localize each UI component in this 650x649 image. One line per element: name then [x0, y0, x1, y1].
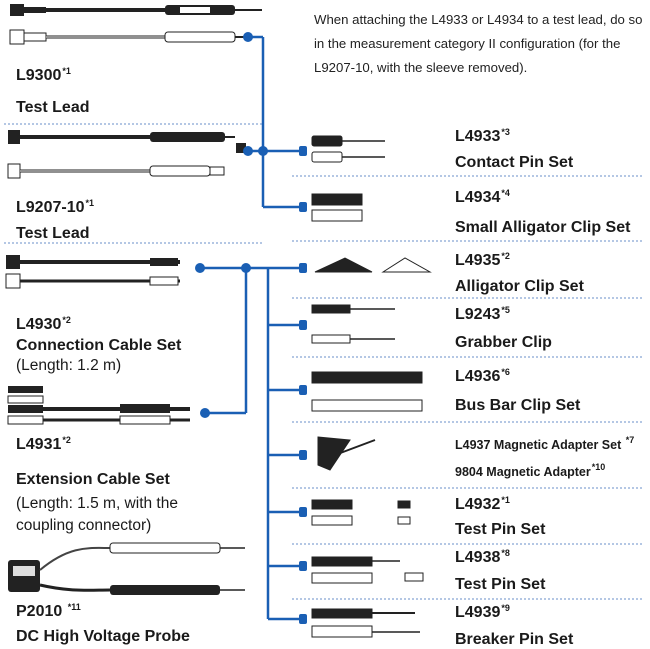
l4934-code: L4934*4: [455, 188, 510, 206]
junction-l9300: [243, 32, 253, 42]
l4936-name: Bus Bar Clip Set: [455, 397, 581, 414]
l4931-code: L4931*2: [16, 435, 71, 453]
l9243-name: Grabber Clip: [455, 334, 552, 351]
l4935-name: Alligator Clip Set: [455, 278, 584, 295]
p2010-probe-image: [8, 542, 245, 595]
l4932-code: L4932*1: [455, 495, 510, 513]
l4938-image: [311, 556, 424, 584]
p2010-name: DC High Voltage Probe: [16, 628, 190, 645]
l4931-detail-1: (Length: 1.5 m, with the: [16, 495, 178, 512]
l4939-image: [311, 608, 420, 638]
l4937-image: [317, 436, 376, 471]
l4935-code: L4935*2: [455, 251, 510, 269]
junction-l4930-left: [195, 263, 205, 273]
l9243-image: [311, 304, 395, 344]
junction-l9207-b: [258, 146, 268, 156]
l9207-test-lead-image: [7, 130, 246, 179]
l4936-image: [311, 371, 423, 412]
junction-l4931: [200, 408, 210, 418]
l9300-code: L9300*1: [16, 66, 71, 84]
l4933-image: [311, 135, 385, 163]
p2010-code: P2010 *11: [16, 602, 81, 620]
l4933-name: Contact Pin Set: [455, 154, 574, 171]
l4938-code: L4938*8: [455, 548, 510, 566]
l9300-test-lead-image: [9, 4, 262, 45]
l9207-name: Test Lead: [16, 225, 90, 242]
l4934-image: [311, 193, 363, 222]
l4931-name: Extension Cable Set: [16, 471, 170, 488]
l4939-code: L4939*9: [455, 603, 510, 621]
l9243-code: L9243*5: [455, 305, 510, 323]
junction-l4930-mid: [241, 263, 251, 273]
l9207-code: L9207-10*1: [16, 198, 95, 216]
l4930-code: L4930*2: [16, 315, 71, 333]
l4937-label: L4937 Magnetic Adapter Set *7: [455, 435, 635, 452]
9804-label: 9804 Magnetic Adapter*10: [455, 462, 606, 479]
l4930-name: Connection Cable Set: [16, 337, 182, 354]
category-note: When attaching the L4933 or L4934 to a t…: [314, 12, 643, 75]
junction-l9207-a: [243, 146, 253, 156]
l4932-name: Test Pin Set: [455, 521, 546, 538]
l4931-detail-2: coupling connector): [16, 517, 152, 534]
l4933-code: L4933*3: [455, 127, 510, 145]
l4936-code: L4936*6: [455, 367, 510, 385]
l4935-image: [314, 257, 432, 273]
l4932-image: [311, 499, 411, 526]
l4934-name: Small Alligator Clip Set: [455, 219, 631, 236]
l9300-name: Test Lead: [16, 99, 90, 116]
l4938-name: Test Pin Set: [455, 576, 546, 593]
l4939-name: Breaker Pin Set: [455, 631, 574, 648]
l4930-cable-image: [5, 255, 180, 289]
l4930-detail: (Length: 1.2 m): [16, 357, 122, 374]
l4931-cable-image: [7, 386, 190, 425]
